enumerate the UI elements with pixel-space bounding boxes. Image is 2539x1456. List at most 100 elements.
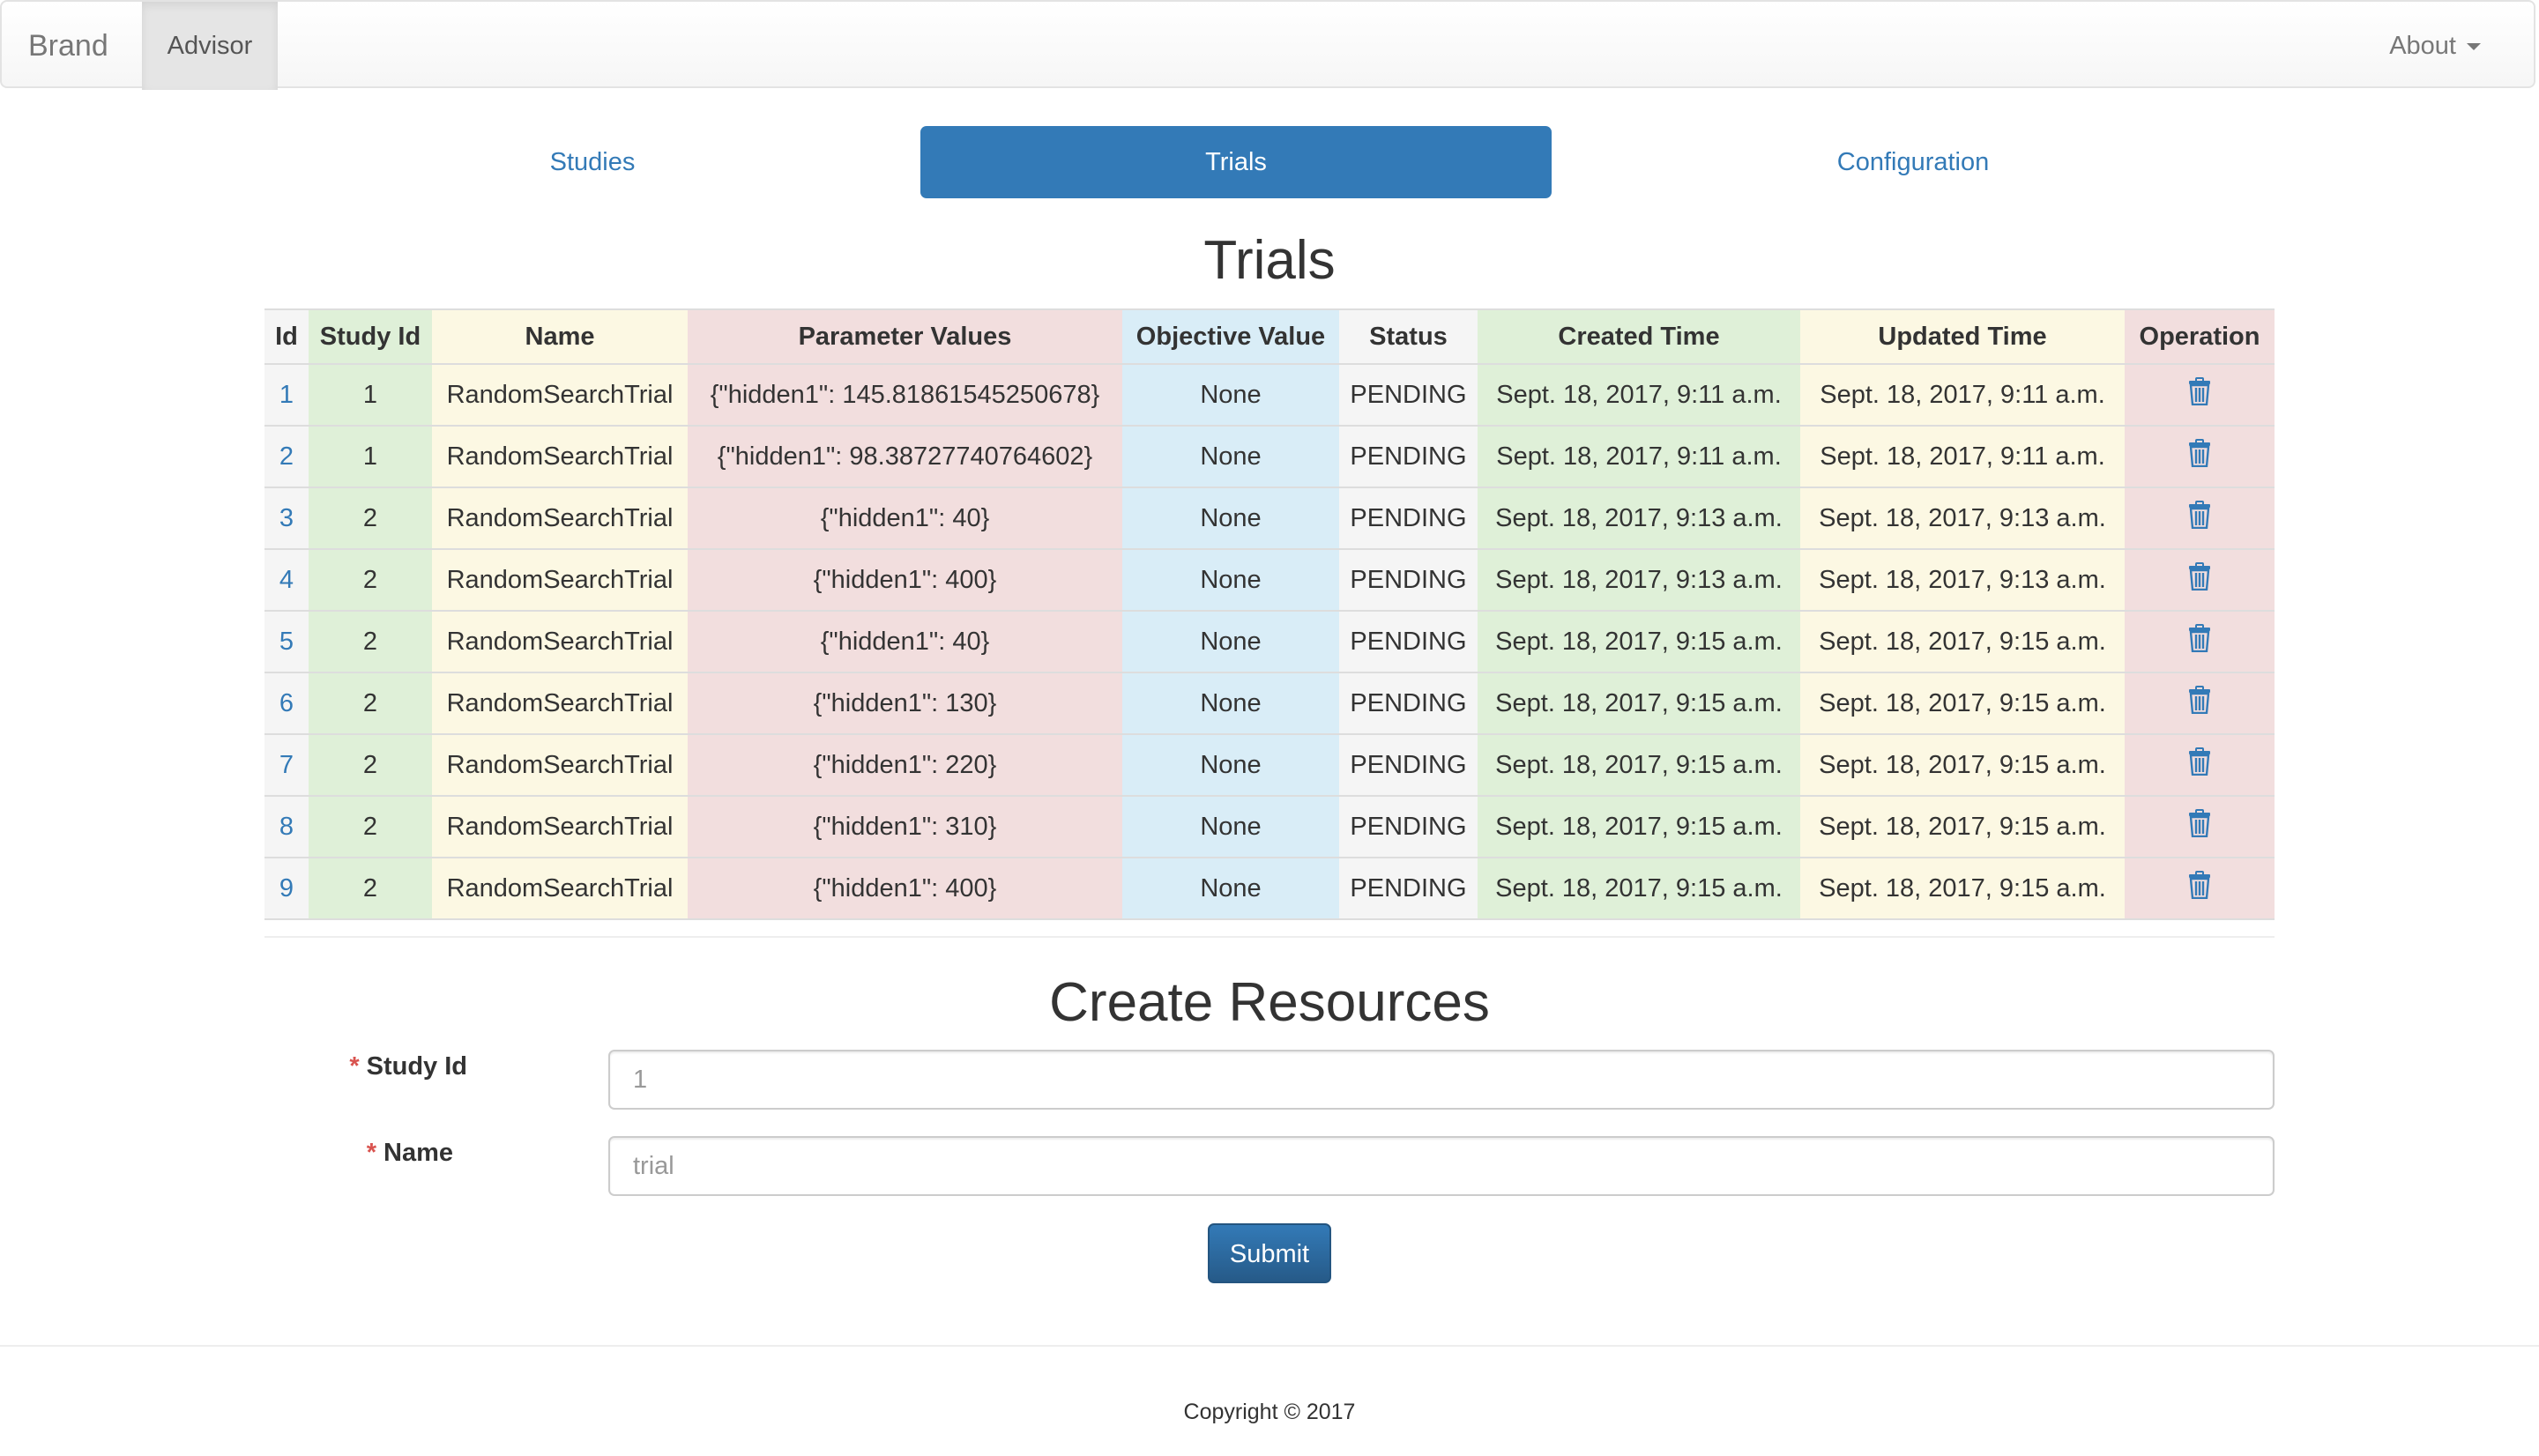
page-title: Trials [1203,230,1336,291]
tab-configuration[interactable]: Configuration [1836,148,1990,176]
cell-name: RandomSearchTrial [432,548,688,611]
trash-icon[interactable] [2188,686,2211,721]
cell-updated-time: Sept. 18, 2017, 9:15 a.m. [1800,610,2125,672]
nav-item-advisor[interactable]: Advisor [142,2,278,90]
nav-about-label: About [2389,32,2456,60]
cell-study-id: 2 [309,672,432,734]
cell-created-time: Sept. 18, 2017, 9:11 a.m. [1478,425,1800,487]
trash-icon[interactable] [2188,562,2211,598]
column-header-objective-value: Objective Value [1122,308,1339,364]
cell-parameter-values: {"hidden1": 145.81861545250678} [688,363,1122,426]
cell-updated-time: Sept. 18, 2017, 9:15 a.m. [1800,795,2125,858]
cell-operation [2125,363,2275,426]
column-header-id: Id [264,308,309,364]
cell-created-time: Sept. 18, 2017, 9:15 a.m. [1478,733,1800,796]
cell-objective-value: None [1122,425,1339,487]
cell-name: RandomSearchTrial [432,363,688,426]
trial-id-link[interactable]: 7 [279,750,294,779]
create-resources-title: Create Resources [1049,972,1490,1033]
cell-created-time: Sept. 18, 2017, 9:13 a.m. [1478,548,1800,611]
cell-created-time: Sept. 18, 2017, 9:13 a.m. [1478,487,1800,549]
trash-icon[interactable] [2188,501,2211,536]
tab-studies[interactable]: Studies [549,148,636,176]
cell-parameter-values: {"hidden1": 400} [688,857,1122,920]
trash-icon[interactable] [2188,747,2211,783]
trash-icon[interactable] [2188,871,2211,906]
cell-name: RandomSearchTrial [432,672,688,734]
trash-icon[interactable] [2188,624,2211,659]
cell-objective-value: None [1122,795,1339,858]
cell-updated-time: Sept. 18, 2017, 9:11 a.m. [1800,363,2125,426]
trial-id-link[interactable]: 6 [279,688,294,717]
cell-name: RandomSearchTrial [432,857,688,920]
name-label-text: Name [383,1139,453,1167]
cell-status: PENDING [1339,857,1478,920]
cell-objective-value: None [1122,672,1339,734]
footer: Copyright © 2017 [0,1345,2539,1456]
copyright-text: Copyright © 2017 [1183,1400,1356,1424]
cell-created-time: Sept. 18, 2017, 9:15 a.m. [1478,610,1800,672]
cell-parameter-values: {"hidden1": 40} [688,610,1122,672]
navbar-brand[interactable]: Brand [28,29,108,63]
column-header-operation: Operation [2125,308,2275,364]
trash-icon[interactable] [2188,809,2211,844]
table-header-row: Id Study Id Name Parameter Values Object… [264,308,2275,364]
trial-id-link[interactable]: 8 [279,812,294,841]
tab-trials[interactable]: Trials [920,126,1552,198]
name-input[interactable] [608,1136,2275,1196]
cell-id: 1 [264,363,309,426]
cell-operation [2125,548,2275,611]
trial-id-link[interactable]: 3 [279,503,294,532]
column-header-updated-time: Updated Time [1800,308,2125,364]
cell-operation [2125,857,2275,920]
cell-status: PENDING [1339,487,1478,549]
name-label: *Name [264,1139,453,1168]
study-id-input[interactable] [608,1050,2275,1110]
cell-created-time: Sept. 18, 2017, 9:11 a.m. [1478,363,1800,426]
cell-parameter-values: {"hidden1": 310} [688,795,1122,858]
cell-name: RandomSearchTrial [432,610,688,672]
cell-study-id: 2 [309,795,432,858]
top-navbar: Brand Advisor About [0,0,2535,90]
cell-parameter-values: {"hidden1": 98.38727740764602} [688,425,1122,487]
cell-updated-time: Sept. 18, 2017, 9:11 a.m. [1800,425,2125,487]
cell-updated-time: Sept. 18, 2017, 9:13 a.m. [1800,548,2125,611]
cell-operation [2125,795,2275,858]
cell-operation [2125,425,2275,487]
cell-name: RandomSearchTrial [432,733,688,796]
cell-study-id: 1 [309,363,432,426]
trial-id-link[interactable]: 4 [279,565,294,594]
trial-id-link[interactable]: 9 [279,873,294,903]
cell-study-id: 2 [309,487,432,549]
cell-parameter-values: {"hidden1": 400} [688,548,1122,611]
required-marker: * [349,1052,360,1081]
cell-status: PENDING [1339,795,1478,858]
cell-updated-time: Sept. 18, 2017, 9:13 a.m. [1800,487,2125,549]
cell-study-id: 1 [309,425,432,487]
cell-updated-time: Sept. 18, 2017, 9:15 a.m. [1800,672,2125,734]
trial-id-link[interactable]: 5 [279,627,294,656]
trial-id-link[interactable]: 2 [279,442,294,471]
column-header-parameter-values: Parameter Values [688,308,1122,364]
column-header-created-time: Created Time [1478,308,1800,364]
cell-operation [2125,733,2275,796]
trial-id-link[interactable]: 1 [279,380,294,409]
cell-id: 2 [264,425,309,487]
cell-id: 4 [264,548,309,611]
nav-about-dropdown[interactable]: About [2389,2,2481,90]
column-header-study-id: Study Id [309,308,432,364]
trash-icon[interactable] [2188,377,2211,412]
trials-table: Id Study Id Name Parameter Values Object… [264,308,2275,920]
column-header-name: Name [432,308,688,364]
trash-icon[interactable] [2188,439,2211,474]
cell-status: PENDING [1339,733,1478,796]
submit-button[interactable]: Submit [1208,1223,1331,1283]
cell-objective-value: None [1122,548,1339,611]
cell-status: PENDING [1339,425,1478,487]
caret-down-icon [2467,43,2481,51]
cell-name: RandomSearchTrial [432,425,688,487]
